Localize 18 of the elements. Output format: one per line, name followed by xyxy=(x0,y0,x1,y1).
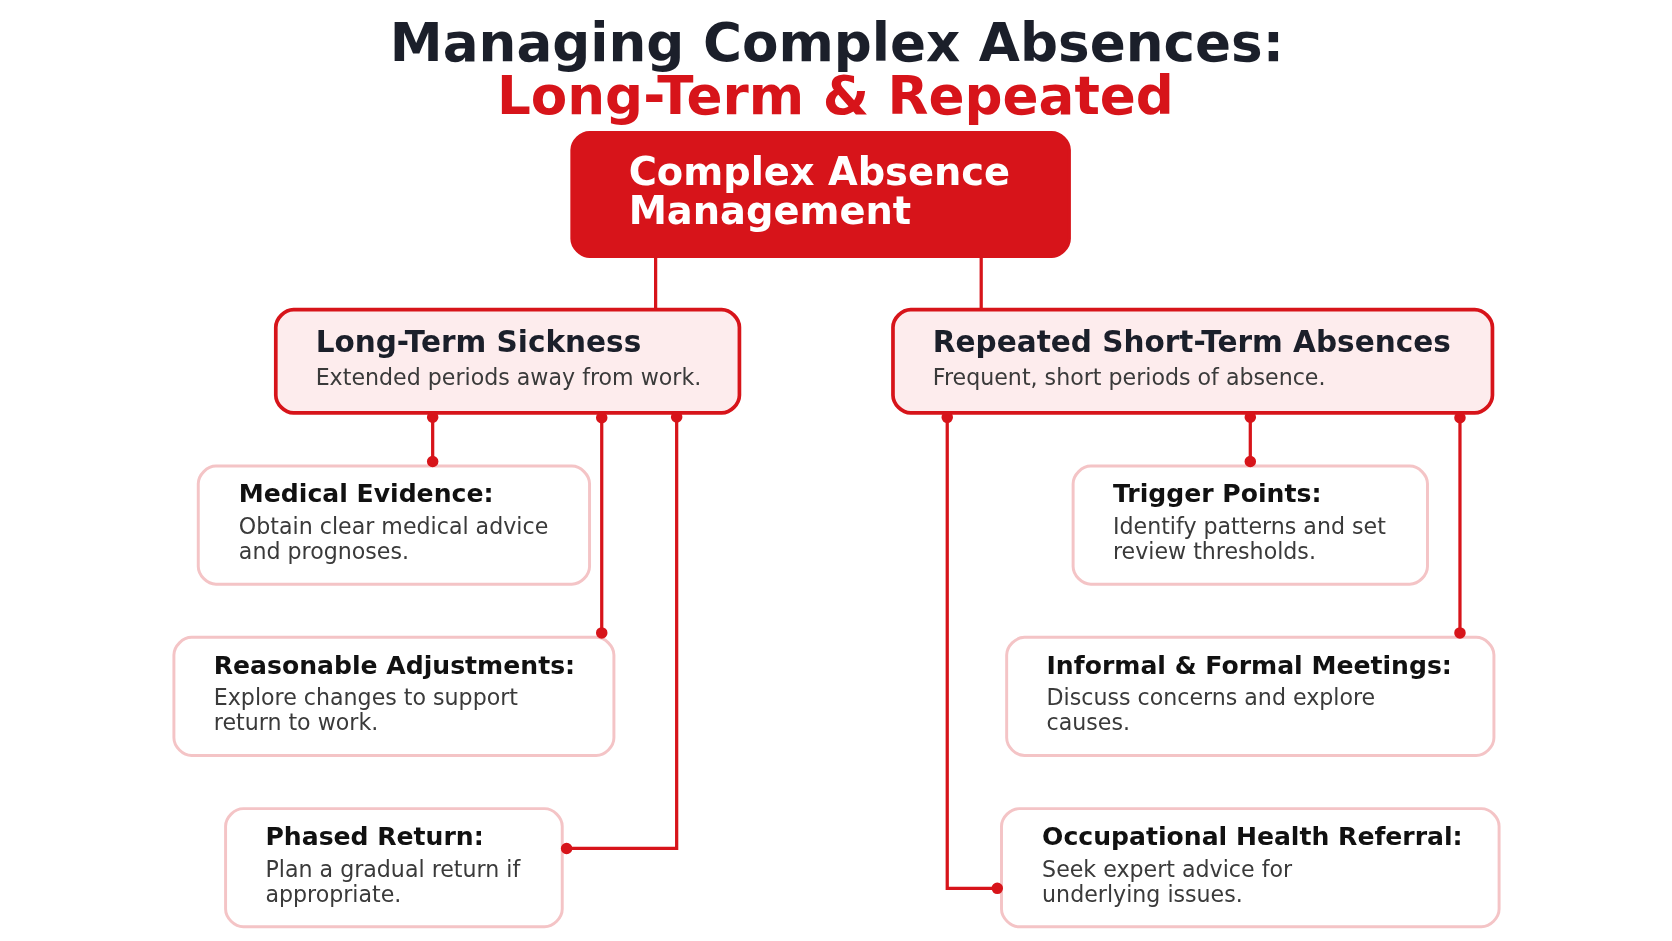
connector xyxy=(426,411,438,468)
node-box: Complex Absence Management xyxy=(569,130,1071,258)
connector xyxy=(1453,412,1466,639)
connector xyxy=(1244,411,1256,468)
connector xyxy=(653,256,657,310)
node-box: Repeated Short-Term Absences Frequent, short periods of absence. xyxy=(890,307,1494,415)
connector xyxy=(941,411,1003,895)
node-box: Trigger Points: Identify patterns and set review thresholds. xyxy=(1071,464,1429,586)
node-box: Phased Return: Plan a gradual return if appropriate. xyxy=(223,807,564,929)
node-box: Reasonable Adjustments: Explore changes to support return to work. xyxy=(171,635,615,757)
node-box: Medical Evidence: Obtain clear medical advice and prognoses. xyxy=(196,464,591,586)
connector xyxy=(560,411,682,855)
node-box: Long-Term Sickness Extended periods away from work. xyxy=(273,307,741,415)
node-box: Occupational Health Referral: Seek expert advice for underlying issues. xyxy=(999,807,1501,929)
diagram-title: Managing Complex Absences: Long-Term & Repeated xyxy=(389,12,1284,128)
connector xyxy=(979,256,983,310)
node-box: Informal & Formal Meetings: Discuss concerns and explore causes. xyxy=(1004,635,1495,757)
connector xyxy=(595,412,607,639)
